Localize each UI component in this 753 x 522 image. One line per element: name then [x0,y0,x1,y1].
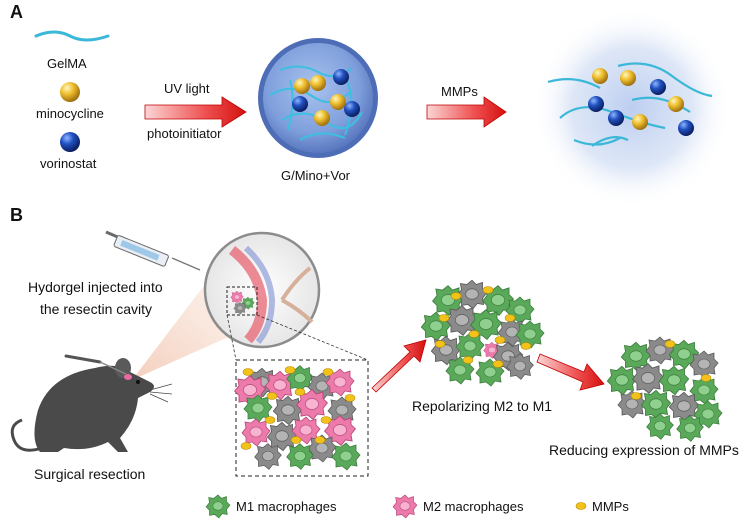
gelma-fiber-icon [34,30,110,42]
hydrogel-sphere-icon [258,38,378,158]
reduce-arrow-icon [536,353,605,391]
repolarized-cluster [420,279,545,387]
reduce-label: Reducing expression of MMPs [549,442,739,458]
brain-magnifier-icon [203,231,321,349]
mmps-legend-label: MMPs [592,499,629,514]
degraded-hydrogel-icon [532,8,732,208]
mouse-icon [10,358,173,452]
surgical-tool-icon [64,354,127,375]
tissue-box [234,359,369,477]
m2-legend-icon [392,494,418,519]
syringe-icon [105,230,201,271]
minocycline-label: minocycline [36,106,104,121]
vorinostat-ball-icon [60,132,80,152]
mmps-step-label: MMPs [441,84,478,99]
injection-label-line1: Hydorgel injected into [28,279,163,295]
m1-legend-icon [205,494,231,519]
reduced-cluster [606,336,723,442]
zoom-line-left [226,314,237,361]
photoinitiator-label: photoinitiator [147,126,222,141]
gelma-label: GelMA [47,56,87,71]
panel-b-letter: B [10,205,23,225]
m2-legend-label: M2 macrophages [423,499,524,514]
m1-legend-label: M1 macrophages [236,499,337,514]
repolarize-arrow-icon [371,339,427,393]
surgery-label: Surgical resection [34,466,146,482]
vorinostat-label: vorinostat [40,156,97,171]
uv-light-label: UV light [164,81,210,96]
repolarize-label: Repolarizing M2 to M1 [412,398,553,414]
panel-a-letter: A [10,2,23,22]
mmp-legend-icon [575,502,587,510]
mmp-arrow-icon [426,96,507,128]
injection-label-line2: the resectin cavity [40,301,153,317]
minocycline-ball-icon [60,82,80,102]
uv-arrow-icon [144,96,247,128]
hydrogel-label: G/Mino+Vor [281,168,351,183]
